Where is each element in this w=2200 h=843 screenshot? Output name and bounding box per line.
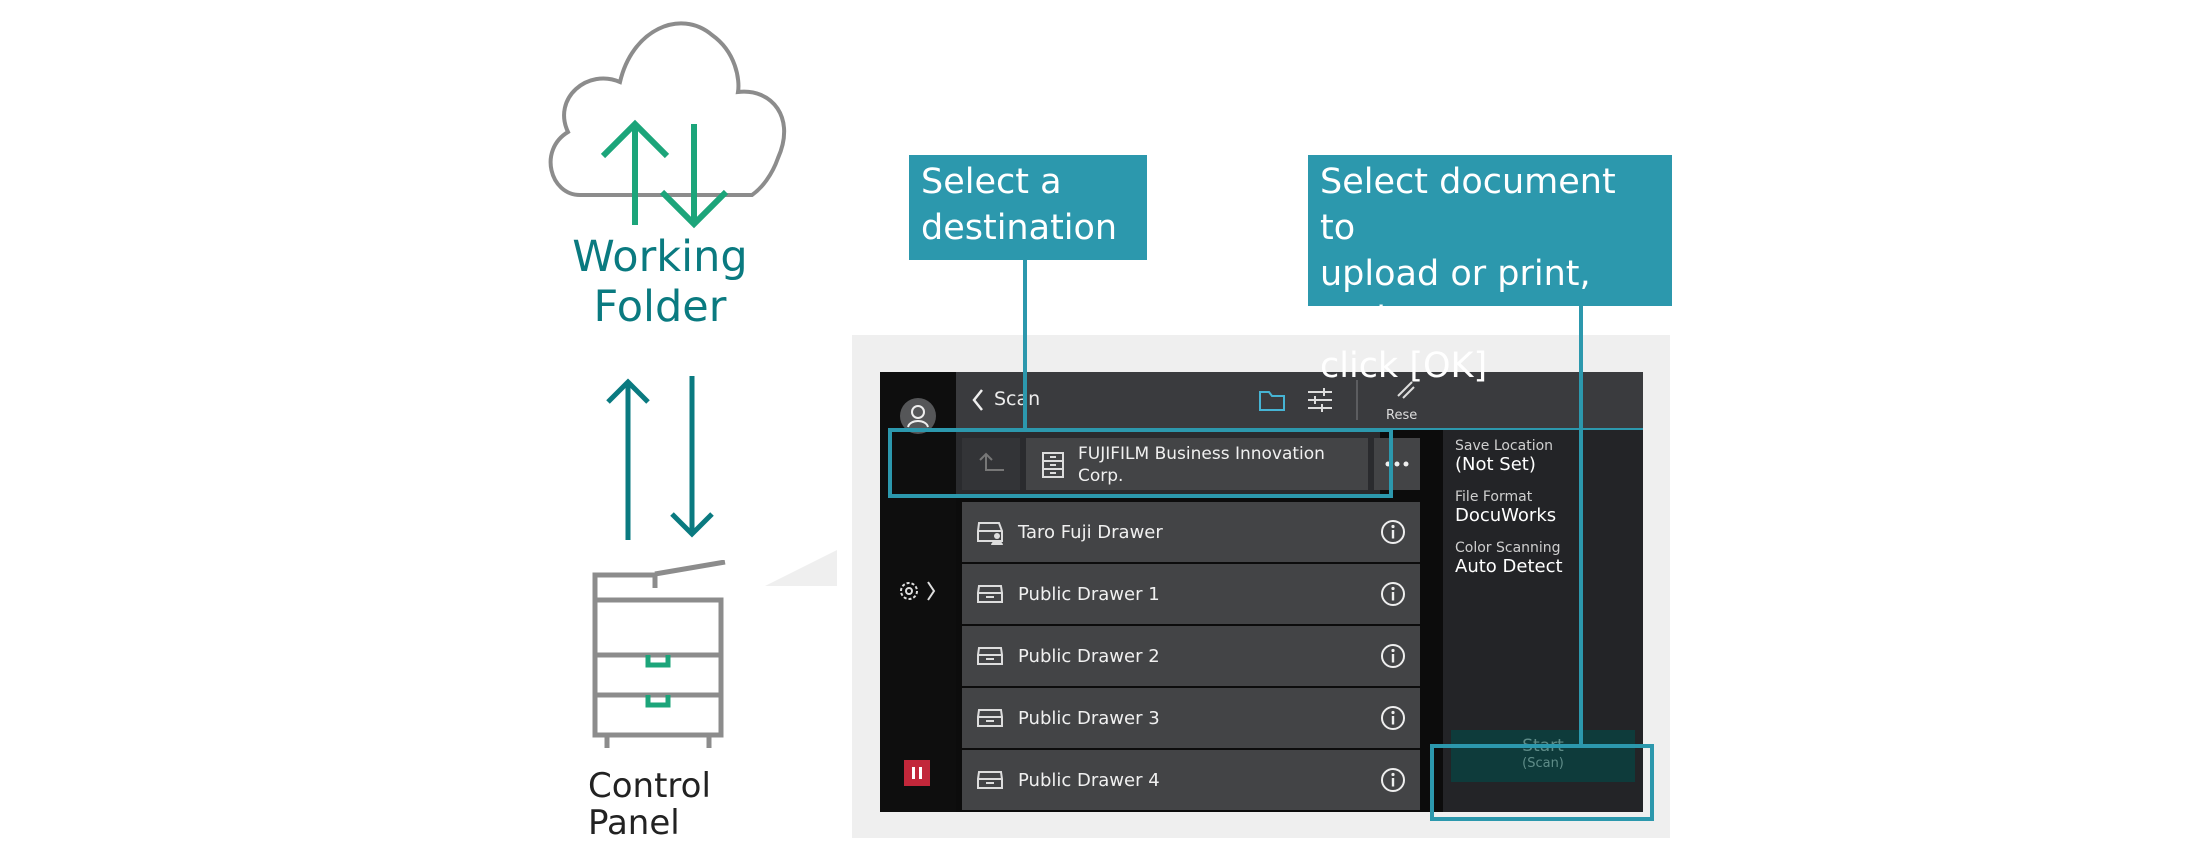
file-format-setting[interactable]: File Format DocuWorks	[1455, 489, 1557, 526]
info-icon[interactable]	[1380, 643, 1406, 669]
sync-arrows-icon	[606, 376, 714, 540]
document-callout: Select document to upload or print, and …	[1308, 155, 1672, 386]
destination-callout: Select a destination	[909, 155, 1147, 260]
control-panel-label: Control Panel	[588, 766, 711, 843]
personal-drawer-icon	[977, 522, 1003, 545]
destination-leader-line	[1023, 260, 1027, 430]
document-leader-line	[1579, 306, 1583, 746]
header-bar: Scan Rese	[956, 372, 1643, 428]
more-button[interactable]	[1374, 438, 1420, 490]
stop-button[interactable]	[904, 760, 930, 786]
sliders-icon[interactable]	[1306, 387, 1334, 413]
cloud-icon	[548, 21, 787, 229]
multifunction-printer-icon	[592, 560, 726, 748]
list-item[interactable]: Public Drawer 1	[962, 564, 1420, 624]
header-divider	[1356, 380, 1358, 420]
list-item[interactable]: Public Drawer 4	[962, 750, 1420, 810]
back-button[interactable]	[970, 387, 986, 413]
reset-button[interactable]: Rese	[1366, 372, 1443, 428]
chevron-right-icon	[927, 581, 936, 601]
gear-icon	[900, 582, 918, 600]
screen-title: Scan	[994, 388, 1041, 410]
device-screen: Scan Rese	[880, 372, 1643, 812]
save-location-setting[interactable]: Save Location (Not Set)	[1455, 438, 1554, 475]
stop-icon	[912, 767, 922, 779]
info-icon[interactable]	[1380, 519, 1406, 545]
current-location-button[interactable]: FUJIFILM Business Innovation Corp.	[1026, 438, 1368, 490]
start-sublabel: (Scan)	[1522, 756, 1564, 771]
info-icon[interactable]	[1380, 767, 1406, 793]
list-item[interactable]: Taro Fuji Drawer	[962, 502, 1420, 562]
zoom-pointer	[765, 550, 837, 586]
reset-label: Rese	[1386, 408, 1418, 423]
up-level-icon	[979, 452, 1004, 471]
user-icon	[907, 405, 929, 428]
download-arrow-icon	[659, 124, 729, 229]
cabinet-icon	[1042, 452, 1064, 478]
drawer-list: Taro Fuji Drawer Public Drawer 1 Public	[962, 502, 1420, 810]
drawer-icon	[977, 771, 1003, 789]
settings-summary-panel: Save Location (Not Set) File Format Docu…	[1443, 430, 1643, 812]
current-location-label: FUJIFILM Business Innovation Corp.	[1078, 444, 1325, 486]
up-level-button[interactable]	[962, 438, 1020, 490]
folder-icon[interactable]	[1258, 388, 1286, 412]
start-button[interactable]: Start (Scan)	[1451, 730, 1635, 782]
working-folder-label: Working Folder	[572, 232, 748, 332]
upload-arrow-icon	[600, 119, 670, 225]
list-item[interactable]: Public Drawer 2	[962, 626, 1420, 686]
color-scanning-setting[interactable]: Color Scanning Auto Detect	[1455, 540, 1563, 577]
start-highlight	[1430, 744, 1654, 821]
expand-settings-button[interactable]	[898, 577, 942, 605]
info-icon[interactable]	[1380, 581, 1406, 607]
drawer-icon	[977, 709, 1003, 727]
drawer-icon	[977, 647, 1003, 665]
left-sidebar	[880, 372, 956, 812]
reset-icon	[1397, 381, 1415, 399]
list-item[interactable]: Public Drawer 3	[962, 688, 1420, 748]
drawer-icon	[977, 585, 1003, 603]
info-icon[interactable]	[1380, 705, 1406, 731]
destination-highlight	[888, 428, 1393, 498]
